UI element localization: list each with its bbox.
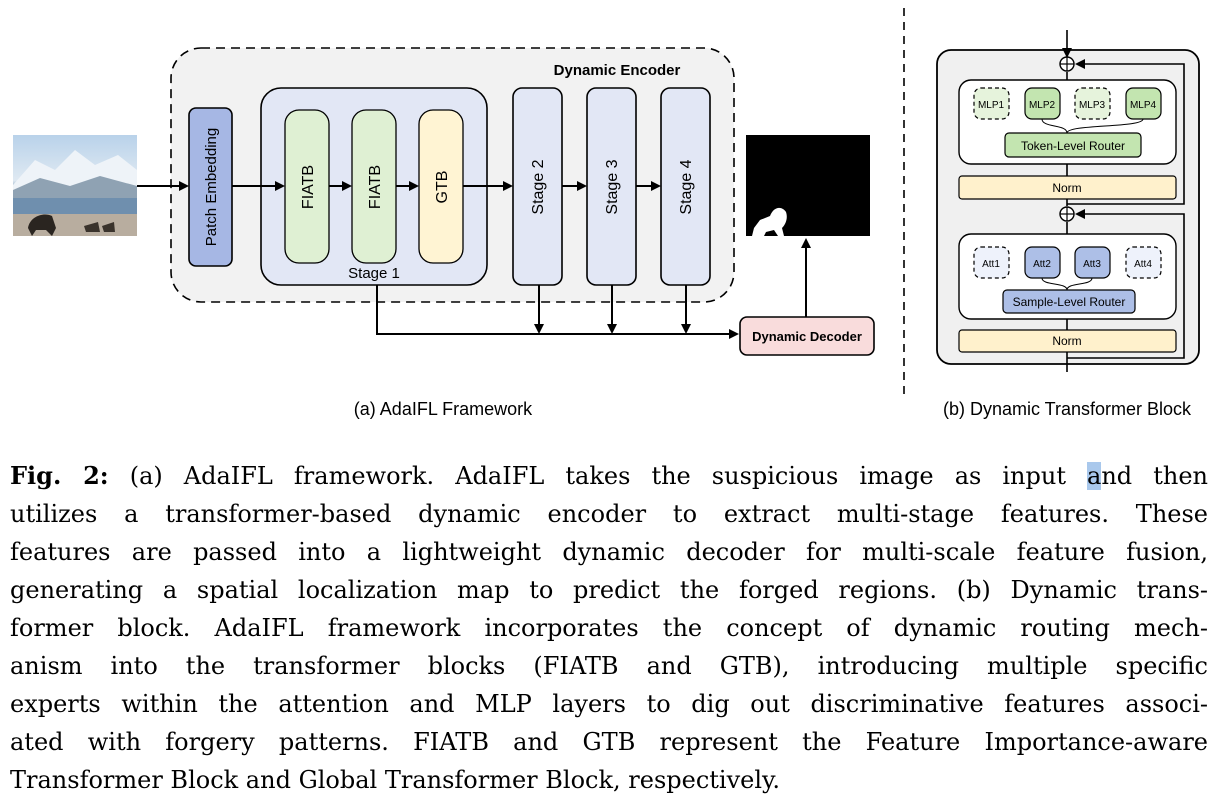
caption-line-9: Transformer Block and Global Transformer… <box>10 766 781 794</box>
mlp1-label: MLP1 <box>978 100 1005 111</box>
add-op-top <box>1059 56 1075 72</box>
att3-label: Att3 <box>1083 259 1101 270</box>
fiatb-2-label: FIATB <box>367 165 384 209</box>
caption-line-1-tail: nd then <box>1101 462 1208 490</box>
sample-router-label: Sample-Level Router <box>1013 295 1126 309</box>
mlp2-label: MLP2 <box>1029 100 1056 111</box>
sample-level-router <box>1002 289 1136 314</box>
block-caption: (b) Dynamic Transformer Block <box>943 399 1192 419</box>
gtb-label: GTB <box>434 171 451 204</box>
att4-label: Att4 <box>1134 259 1152 270</box>
patch-embedding-label: Patch Embedding <box>203 128 220 246</box>
figure-2: Dynamic Encoder Patch Embedding FIATB FI… <box>13 8 1200 419</box>
stage3-label: Stage 3 <box>604 159 621 214</box>
caption-line-1: (a) AdaIFL framework. AdaIFL takes the s… <box>129 462 1088 490</box>
token-router-label: Token-Level Router <box>1021 139 1125 153</box>
figure-caption: Fig. 2: (a) AdaIFL framework. AdaIFL tak… <box>10 457 1208 799</box>
att2-label: Att2 <box>1033 259 1051 270</box>
stage1-label: Stage 1 <box>348 265 400 282</box>
framework-caption: (a) AdaIFL Framework <box>354 399 533 419</box>
caption-line-3: features are passed into a lightweight d… <box>10 538 1208 566</box>
decoder-connections <box>376 238 811 339</box>
norm-bottom <box>958 329 1177 353</box>
caption-line-5: former block. AdaIFL framework incorpora… <box>10 614 1208 642</box>
caption-label: Fig. 2: <box>10 461 109 490</box>
caption-line-6: anism into the transformer blocks (FIATB… <box>10 652 1208 680</box>
mlp4-label: MLP4 <box>1130 100 1157 111</box>
caption-line-8: ated with forgery patterns. FIATB and GT… <box>10 728 1208 756</box>
mlp3-expert <box>1074 87 1111 120</box>
att1-expert <box>973 246 1010 279</box>
caption-line-4: generating a spatial localization map to… <box>10 576 1208 604</box>
input-image <box>13 135 137 236</box>
selected-text[interactable]: a <box>1087 462 1102 490</box>
encoder-title: Dynamic Encoder <box>554 62 681 79</box>
dynamic-decoder-box <box>739 316 875 356</box>
att4-expert <box>1125 246 1162 279</box>
fiatb-1-label: FIATB <box>300 165 317 209</box>
caption-line-7: experts within the attention and MLP lay… <box>10 690 1208 718</box>
norm-bottom-label: Norm <box>1052 334 1081 348</box>
stage2-label: Stage 2 <box>530 159 547 214</box>
token-level-router <box>1004 132 1142 158</box>
caption-line-2: utilizes a transformer-based dynamic enc… <box>10 500 1208 528</box>
mlp3-label: MLP3 <box>1079 100 1106 111</box>
residual-paths <box>1062 30 1185 372</box>
caption-line: Fig. 2: (a) AdaIFL framework. AdaIFL tak… <box>10 457 1208 495</box>
att1-label: Att1 <box>982 259 1000 270</box>
stage4-label: Stage 4 <box>678 159 695 214</box>
norm-top-label: Norm <box>1052 181 1081 195</box>
norm-top <box>958 175 1177 200</box>
output-mask <box>746 135 870 236</box>
dynamic-decoder-label: Dynamic Decoder <box>752 329 862 344</box>
add-op-bottom <box>1059 206 1075 222</box>
mlp1-expert <box>973 87 1010 120</box>
